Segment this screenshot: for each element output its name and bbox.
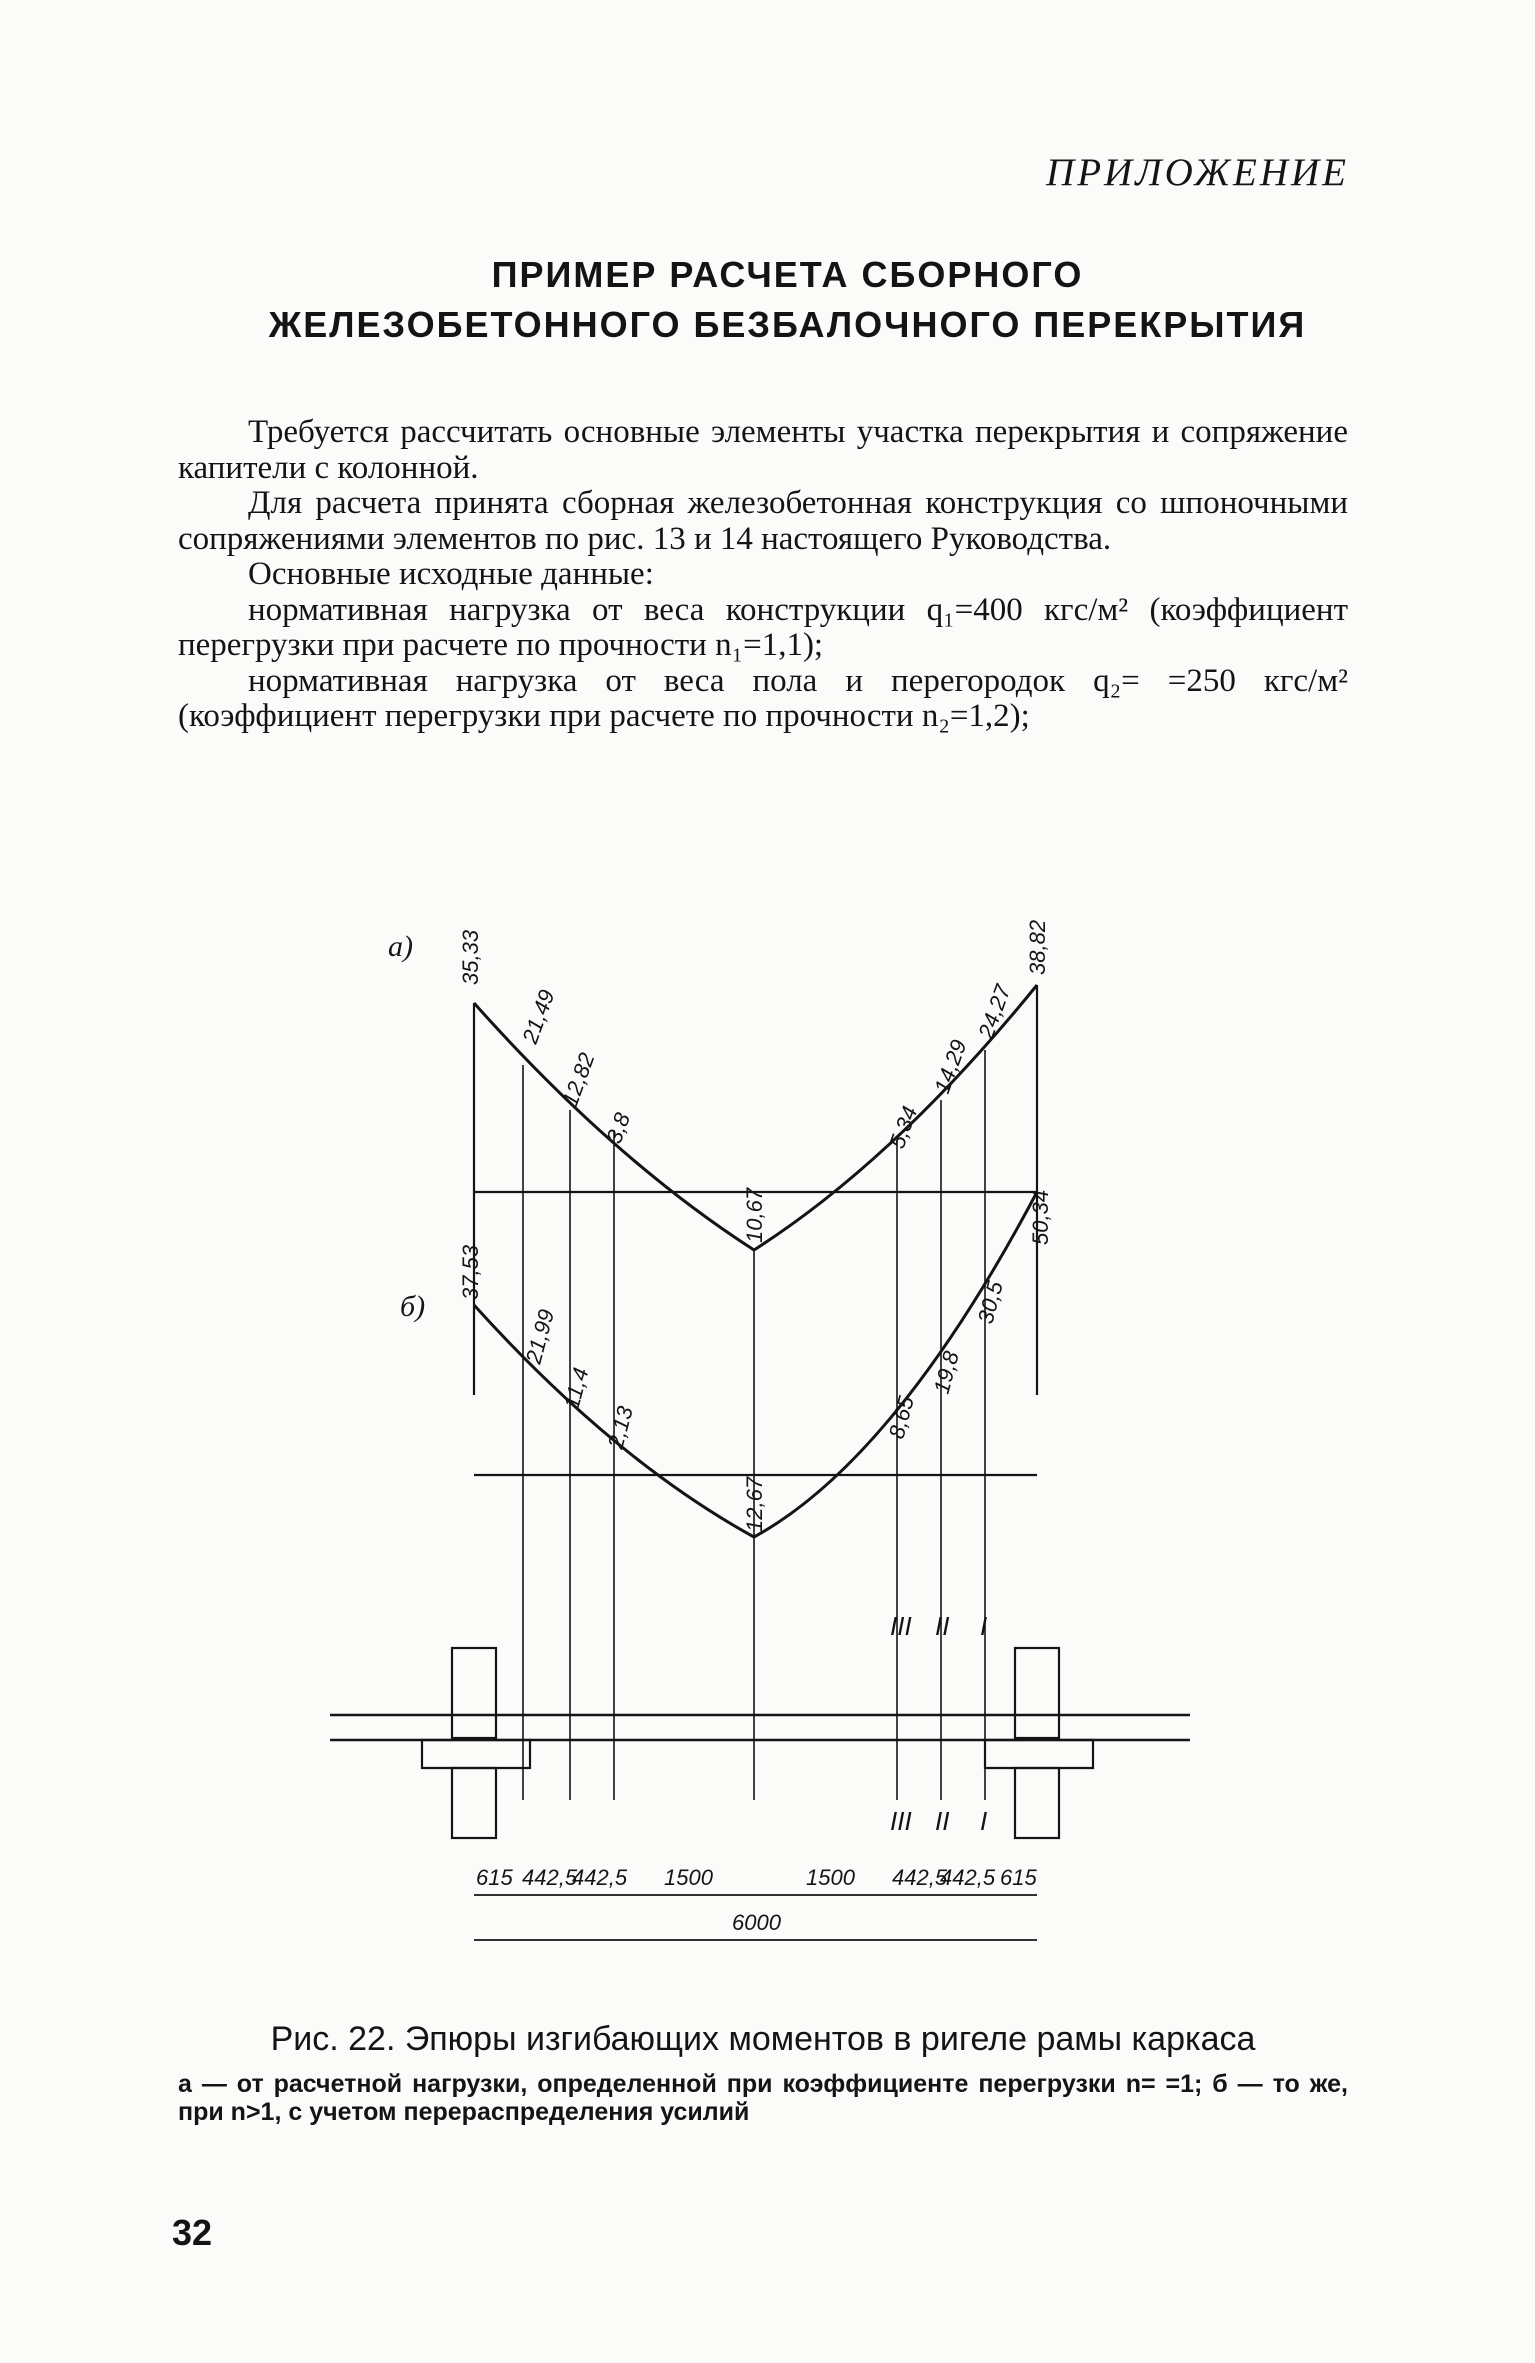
section-mark-bottom-3: III: [890, 1806, 912, 1836]
dimension-0: 615: [476, 1865, 513, 1890]
value-b-3: 2,13: [602, 1403, 638, 1453]
value-a-7: 24,27: [973, 981, 1016, 1043]
dimension-2: 442,5: [572, 1865, 628, 1890]
diagram-a-label: а): [388, 930, 413, 963]
value-b-1: 21,99: [520, 1307, 559, 1368]
section-header: ПРИЛОЖЕНИЕ: [1046, 151, 1349, 194]
body-text: Требуется рассчитать основные элементы у…: [178, 414, 1348, 735]
section-mark-bottom-1: I: [980, 1806, 987, 1836]
title-line-1: ПРИМЕР РАСЧЕТА СБОРНОГО: [491, 254, 1084, 295]
value-b-8: 50,34: [1028, 1190, 1053, 1245]
total-dimension: 6000: [732, 1910, 782, 1935]
bending-moment-figure: 35,33 21,49 12,82 3,8 10,67 5,34 14,29 2…: [330, 920, 1190, 1941]
value-b-5: 8,65: [884, 1393, 919, 1442]
title-line-2: ЖЕЛЕЗОБЕТОННОГО БЕЗБАЛОЧНОГО ПЕРЕКРЫТИЯ: [268, 304, 1307, 345]
section-mark-top-1: I: [980, 1611, 987, 1641]
value-a-4: 10,67: [742, 1187, 767, 1243]
value-b-7: 30,5: [973, 1278, 1008, 1327]
figure-caption-note: а — от расчетной нагрузки, определенной …: [178, 2070, 1348, 2126]
value-a-3: 3,8: [601, 1109, 635, 1147]
dimension-4: 1500: [806, 1865, 856, 1890]
value-b-4: 12,67: [742, 1476, 767, 1532]
figure-caption: Рис. 22. Эпюры изгибающих моментов в риг…: [270, 2020, 1256, 2058]
paragraph-input-heading: Основные исходные данные:: [248, 556, 654, 592]
dimension-5: 442,5: [892, 1865, 948, 1890]
dimension-7: 615: [1000, 1865, 1037, 1890]
value-a-0: 35,33: [458, 929, 483, 985]
value-a-1: 21,49: [517, 986, 560, 1047]
dimension-6: 442,5: [940, 1865, 996, 1890]
section-mark-top-3: III: [890, 1611, 912, 1641]
value-a-8: 38,82: [1025, 920, 1050, 975]
diagram-b-label: б): [400, 1290, 426, 1323]
paragraph-task: Требуется рассчитать основные элементы у…: [178, 414, 1348, 486]
value-b-0: 37,53: [458, 1244, 483, 1300]
paragraph-construction: Для расчета принята сборная железобетонн…: [178, 485, 1348, 557]
page-title: ПРИМЕР РАСЧЕТА СБОРНОГО ЖЕЛЕЗОБЕТОННОГО …: [0, 250, 1535, 350]
dimension-1: 442,5: [522, 1865, 578, 1890]
value-b-2: 11,4: [559, 1365, 594, 1411]
value-a-5: 5,34: [884, 1103, 922, 1152]
page-number: 32: [172, 2212, 213, 2253]
paragraph-load-construction: нормативная нагрузка от веса конструкции…: [178, 591, 1348, 663]
paragraph-load-floor: нормативная нагрузка от веса пола и пере…: [178, 662, 1348, 734]
section-mark-top-2: II: [935, 1611, 949, 1641]
value-b-6: 19,8: [929, 1348, 964, 1397]
dimension-3: 1500: [664, 1865, 714, 1890]
value-a-2: 12,82: [557, 1049, 599, 1109]
section-mark-bottom-2: II: [935, 1806, 949, 1836]
